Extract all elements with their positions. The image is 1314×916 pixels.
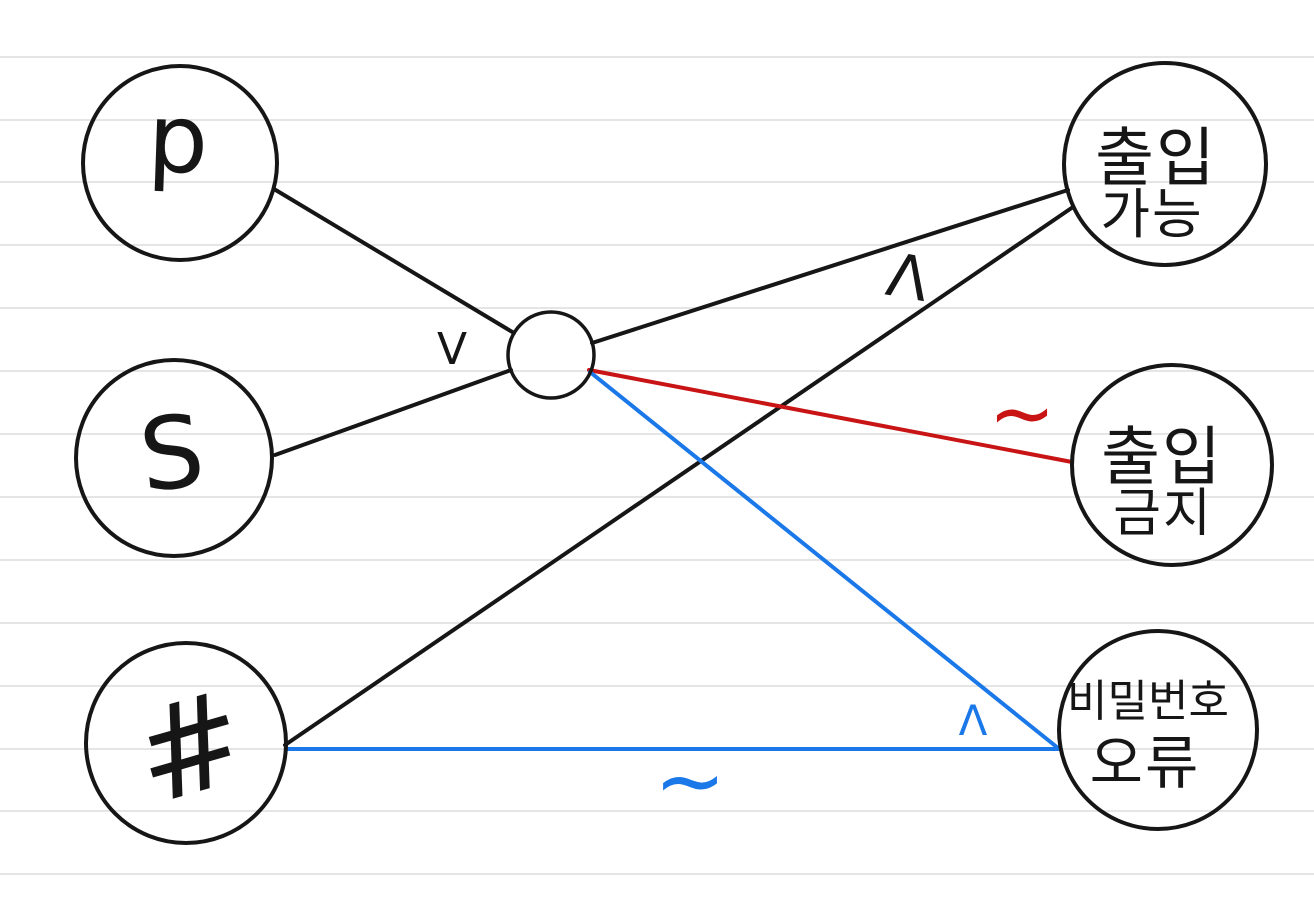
node-labels: p S # 출입 가능 출입 금지 비밀번호 오류 [118,84,1229,835]
edge-junction-to-error [588,370,1060,750]
node-s-label: S [134,392,209,515]
node-p-label: p [146,84,210,196]
and-operator-error-label: Λ [959,696,988,745]
or-junction-circle [506,310,596,400]
node-hash-circle [84,641,288,845]
node-circles [74,61,1274,845]
node-hash-label: # [118,662,262,835]
node-s-circle [74,358,274,558]
operator-labels: V Λ ~ Λ ~ [437,240,1056,831]
node-deny-circle [1070,363,1274,567]
edge-s-to-or-junction [273,368,513,457]
node-p-circle [81,64,279,262]
not-operator-error-label: ~ [654,731,726,831]
edge-hash-to-allow [283,205,1075,747]
node-allow-label-line2: 가능 [1100,183,1203,246]
node-deny-label-line1: 출입 [1101,421,1223,495]
edge-junction-to-deny-not [587,368,1074,464]
node-deny-label-line2: 금지 [1113,484,1213,544]
edge-p-to-or-junction [272,187,516,335]
node-allow-circle [1062,61,1268,267]
edges [272,187,1075,751]
and-operator-allow-label: Λ [881,240,934,316]
node-allow-label-line1: 출입 [1095,122,1217,196]
not-operator-deny-label: ~ [988,367,1055,460]
node-error-label-line1: 비밀번호 [1067,676,1229,727]
or-operator-label: V [437,324,467,375]
node-error-circle [1057,629,1259,831]
node-error-label-line2: 오류 [1090,729,1201,797]
edge-junction-to-allow [590,188,1070,345]
